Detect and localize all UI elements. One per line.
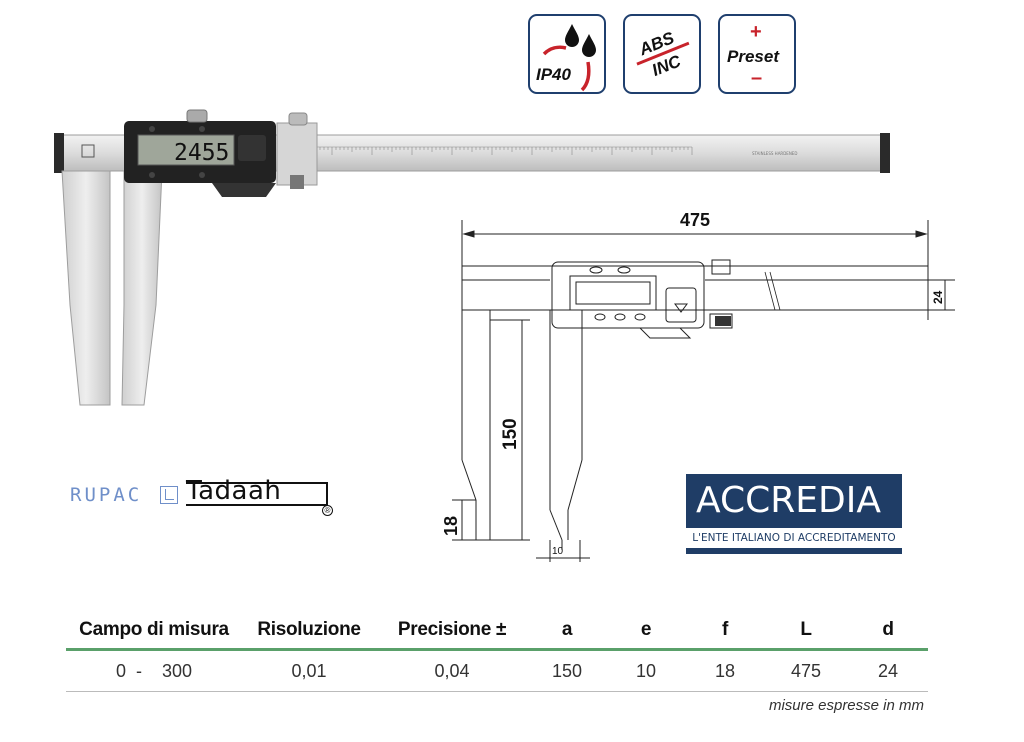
cell-a: 150 [528, 649, 606, 692]
header-l: L [764, 612, 848, 651]
caliper-photo: STAINLESS HARDENED 2455 [54, 109, 890, 406]
cell-campo: 0 - 300 [66, 649, 242, 692]
ip40-badge: IP40 [528, 14, 606, 94]
accredia-banner [686, 474, 902, 528]
water-drops-icon: IP40 [536, 24, 596, 92]
tadaah-logo: Tadaah [186, 476, 282, 506]
header-d: d [848, 612, 928, 651]
tadaah-logo-frame [186, 482, 328, 506]
cell-f: 18 [686, 649, 764, 692]
header-campo: Campo di misura [66, 612, 242, 651]
plus-sign: + [750, 21, 762, 43]
dim-jaw-label: 150 [500, 418, 521, 450]
header-a: a [528, 612, 606, 651]
dim-length-label: 475 [680, 210, 710, 230]
accredia-name: ACCREDIA [696, 480, 881, 521]
header-precisione: Precisione ± [376, 612, 528, 651]
accredia-underline [686, 548, 902, 554]
scale-stamp: STAINLESS HARDENED [752, 151, 797, 156]
header-risoluzione: Risoluzione [242, 612, 376, 651]
rupac-mark-icon [160, 486, 178, 504]
header-f: f [686, 612, 764, 651]
units-note: misure espresse in mm [768, 697, 924, 714]
registered-mark: ® [322, 505, 333, 516]
caliper-display: 2455 [174, 140, 229, 166]
technical-drawing: 475 24 150 18 10 [441, 210, 955, 562]
dim-height-label: 24 [931, 290, 945, 304]
header-e: e [606, 612, 686, 651]
accredia-subtitle: L'ENTE ITALIANO DI ACCREDITAMENTO [692, 532, 896, 544]
cell-l: 475 [764, 649, 848, 692]
dim-width-label: 10 [552, 546, 564, 557]
accredia-logo: ACCREDIA L'ENTE ITALIANO DI ACCREDITAMEN… [686, 474, 902, 554]
ip40-label: IP40 [536, 65, 572, 84]
table-row: 0 - 300 0,01 0,04 150 10 18 475 24 [66, 649, 928, 692]
minus-sign: – [751, 67, 762, 89]
spec-table: Campo di misura Risoluzione Precisione ±… [66, 612, 928, 692]
cell-e: 10 [606, 649, 686, 692]
rupac-logo: RUPAC [70, 484, 143, 506]
preset-badge: + Preset – [718, 14, 796, 94]
abs-inc-badge: ABS INC [623, 14, 701, 94]
dim-tip-label: 18 [441, 516, 461, 536]
cell-precisione: 0,04 [376, 649, 528, 692]
spec-table-header-row: Campo di misura Risoluzione Precisione ±… [66, 612, 928, 651]
preset-label: Preset [727, 47, 780, 66]
cell-risoluzione: 0,01 [242, 649, 376, 692]
cell-d: 24 [848, 649, 928, 692]
